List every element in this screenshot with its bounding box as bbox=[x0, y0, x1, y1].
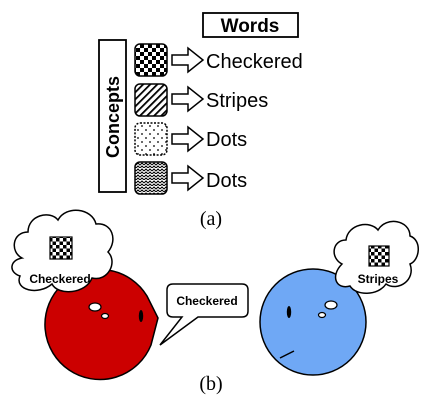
checkered-swatch bbox=[134, 43, 168, 77]
left-thought-cloud: Checkered bbox=[11, 209, 114, 320]
thought-bubble-dot bbox=[317, 311, 327, 319]
left-agent bbox=[44, 268, 159, 381]
right-thought-cloud: Stripes bbox=[317, 220, 419, 319]
right-agent-body bbox=[259, 268, 367, 376]
arrow-icon bbox=[171, 85, 205, 113]
arrow-icon bbox=[171, 46, 205, 74]
arrow-icon bbox=[171, 125, 205, 153]
dots-swatch bbox=[134, 122, 168, 156]
checkered-icon bbox=[368, 245, 390, 267]
caption-b: (b) bbox=[199, 373, 222, 395]
concept-row-stripes: Stripes bbox=[134, 83, 268, 117]
checkered-icon bbox=[49, 236, 73, 260]
concepts-label-box: Concepts bbox=[98, 39, 127, 193]
right-agent bbox=[259, 268, 367, 376]
words-header: Words bbox=[202, 12, 299, 38]
speech-bubble: Checkered bbox=[159, 283, 249, 346]
concept-row-waves: Dots bbox=[134, 161, 247, 195]
panel-a: Words Concepts Checkered Stripes Dots bbox=[98, 12, 303, 230]
word-label: Dots bbox=[206, 129, 247, 151]
word-label: Dots bbox=[206, 170, 247, 192]
thought-bubble-dot bbox=[324, 300, 338, 310]
thought-bubble-dot bbox=[88, 302, 102, 312]
left-agent-eye bbox=[138, 310, 144, 322]
words-header-label: Words bbox=[221, 16, 280, 37]
concept-row-checkered: Checkered bbox=[134, 43, 303, 77]
panel-b: Checkered Checkered Stripes (b) bbox=[11, 209, 419, 395]
right-agent-eye bbox=[286, 306, 292, 318]
arrow-icon bbox=[171, 164, 205, 192]
word-label: Checkered bbox=[206, 51, 303, 73]
thought-bubble-dot bbox=[100, 312, 110, 320]
left-agent-body bbox=[44, 268, 159, 381]
waves-swatch bbox=[134, 161, 168, 195]
stripes-swatch bbox=[134, 83, 168, 117]
right-agent-mouth bbox=[279, 350, 295, 359]
concept-row-dots: Dots bbox=[134, 122, 247, 156]
caption-a: (a) bbox=[200, 208, 222, 230]
speech-label: Checkered bbox=[176, 294, 237, 308]
concepts-label: Concepts bbox=[103, 76, 123, 158]
word-label: Stripes bbox=[206, 90, 268, 112]
right-thought-label: Stripes bbox=[358, 272, 399, 286]
left-thought-label: Checkered bbox=[29, 272, 90, 286]
